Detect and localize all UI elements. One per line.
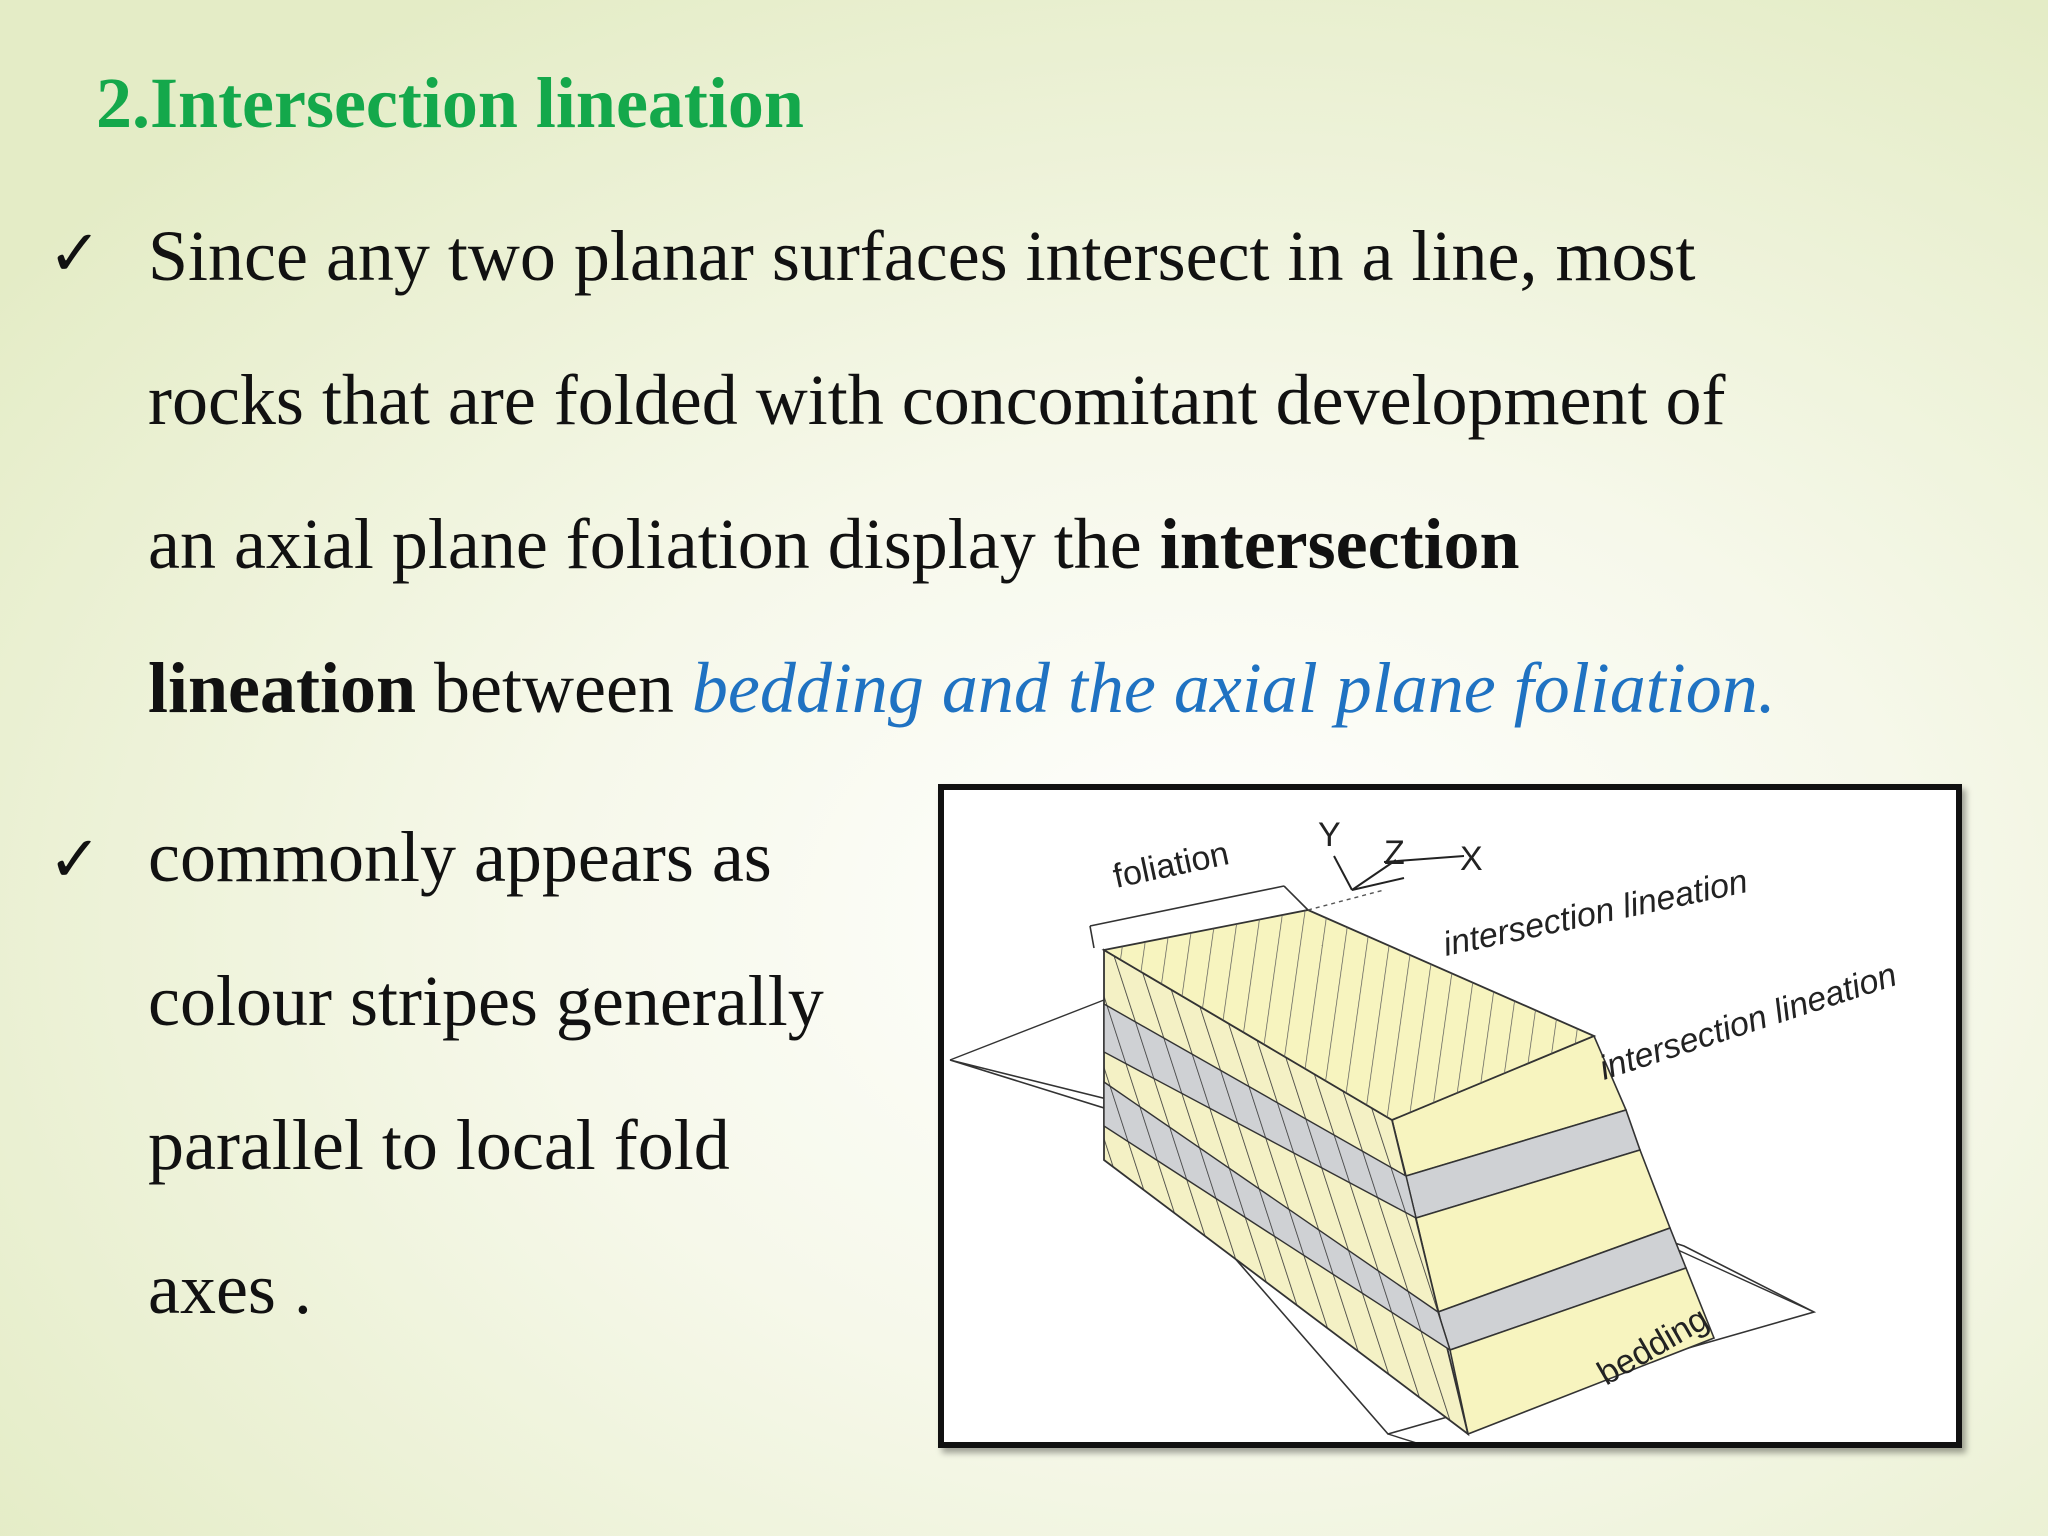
bold-term-lineation: lineation [148, 648, 417, 728]
label-intersection-lineation-top: intersection lineation [1440, 862, 1751, 964]
bullet-1-line-2: rocks that are folded with concomitant d… [148, 360, 1726, 440]
bullet-2-line-4: axes . [148, 1249, 312, 1329]
foliated-front-face [1103, 948, 1470, 1437]
intersection-lineation-diagram: foliation Y Z X intersection lineation i… [938, 784, 1962, 1448]
axes-symbol [1333, 855, 1465, 891]
bullet-2-line-2: colour stripes generally [148, 961, 824, 1041]
bullet-2-text: commonly appears as colour stripes gener… [148, 785, 824, 1361]
label-intersection-lineation-side: intersection lineation [1595, 956, 1902, 1088]
bullet-1-text: Since any two planar surfaces intersect … [148, 184, 1776, 760]
axis-z-label: Z [1384, 834, 1405, 872]
highlighted-phrase: bedding and the axial plane foliation. [691, 648, 1776, 728]
axis-y-label: Y [1318, 816, 1341, 854]
bullet-1-line-1: Since any two planar surfaces intersect … [148, 216, 1696, 296]
bullet-1-between: between [416, 648, 692, 728]
bullet-2-line-1: commonly appears as [148, 817, 772, 897]
check-mark-icon: ✓ [48, 217, 102, 291]
bold-term-intersection: intersection [1159, 504, 1520, 584]
axis-x-label: X [1460, 840, 1483, 878]
label-foliation: foliation [1110, 834, 1233, 896]
bullet-2-line-3: parallel to local fold [148, 1105, 730, 1185]
bedding-layers [1391, 1034, 1716, 1436]
bullet-1-line-3: an axial plane foliation display the [148, 504, 1160, 584]
block-diagram-svg: foliation Y Z X intersection lineation i… [949, 816, 1902, 1442]
slide-title: 2.Intersection lineation [96, 63, 804, 143]
dotted-lineation [1307, 889, 1385, 911]
ground-edge [1387, 1433, 1416, 1442]
check-mark-icon: ✓ [48, 823, 102, 897]
ground-edge [949, 999, 1105, 1061]
